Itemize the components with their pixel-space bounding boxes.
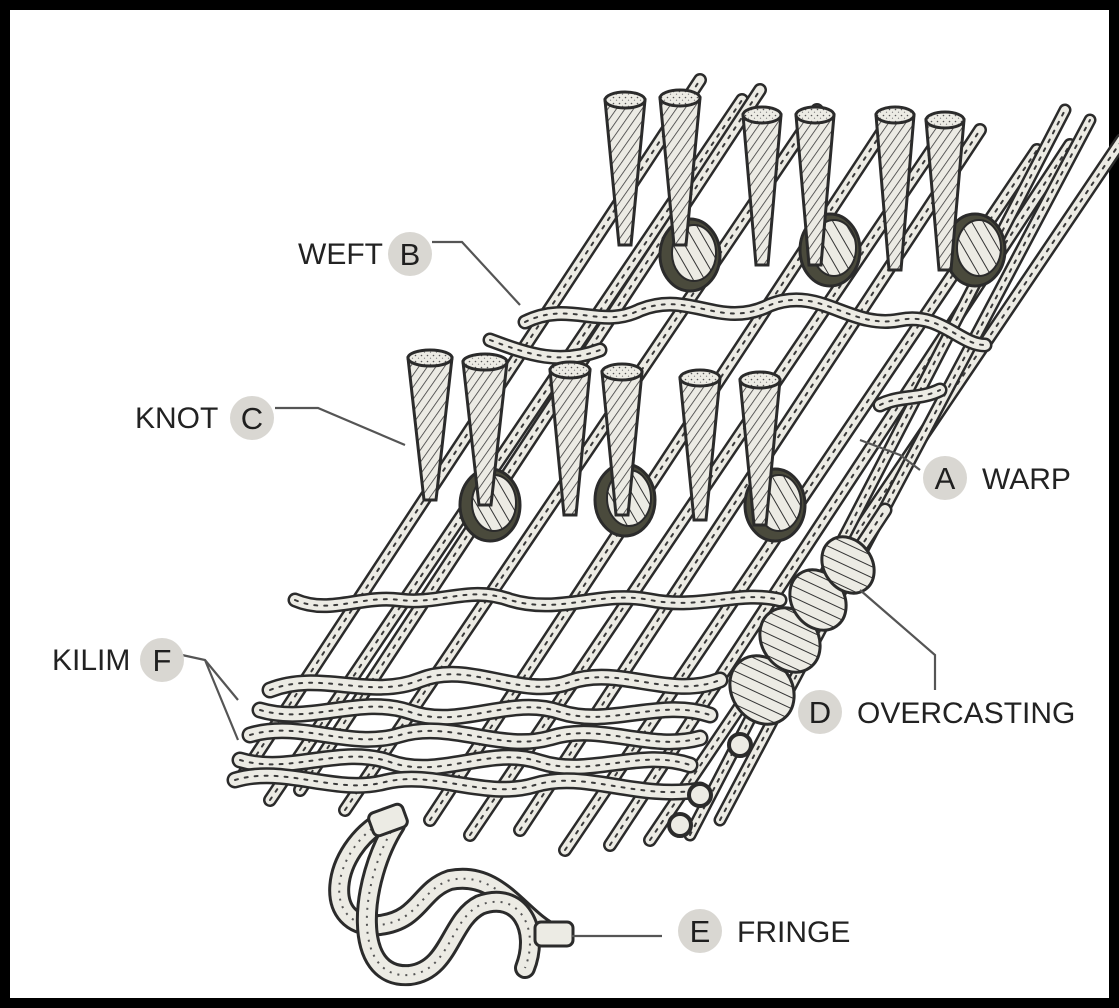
fringe-letter: E (690, 914, 711, 949)
kilim-leader-line (182, 655, 238, 740)
knot-leader-line (275, 408, 405, 445)
kilim-weft-row (240, 757, 690, 768)
weft-leader-line (432, 242, 520, 305)
fringe-loops (339, 803, 573, 976)
weft-strand (295, 594, 780, 605)
callout-weft: WEFT B (298, 232, 520, 305)
warp-label: WARP (982, 463, 1071, 496)
kilim-loop-end (669, 814, 691, 836)
weft-letter: B (400, 237, 421, 272)
kilim-label: KILIM (52, 644, 130, 677)
weft-label: WEFT (298, 238, 383, 271)
warp-letter: A (935, 461, 956, 496)
kilim-weft-row (250, 731, 700, 742)
pile-tuft (680, 370, 720, 520)
overcasting-label: OVERCASTING (857, 697, 1075, 730)
kilim-letter: F (153, 643, 172, 678)
callout-knot: KNOT C (135, 396, 405, 445)
overcasting-leader-line (860, 590, 935, 690)
knot-letter: C (241, 401, 263, 436)
fringe-label: FRINGE (737, 916, 850, 949)
knot-base (660, 219, 720, 291)
kilim-weft-row (270, 674, 720, 690)
weft-strand (880, 390, 940, 405)
knot-label: KNOT (135, 402, 218, 435)
overcasting-letter: D (809, 695, 831, 730)
pile-tuft (743, 107, 781, 265)
kilim-weft-row (260, 707, 710, 718)
kilim-loop-end (729, 734, 751, 756)
callout-fringe: E FRINGE (572, 909, 850, 953)
kilim-loop-end (689, 784, 711, 806)
callout-kilim: KILIM F (52, 638, 238, 740)
